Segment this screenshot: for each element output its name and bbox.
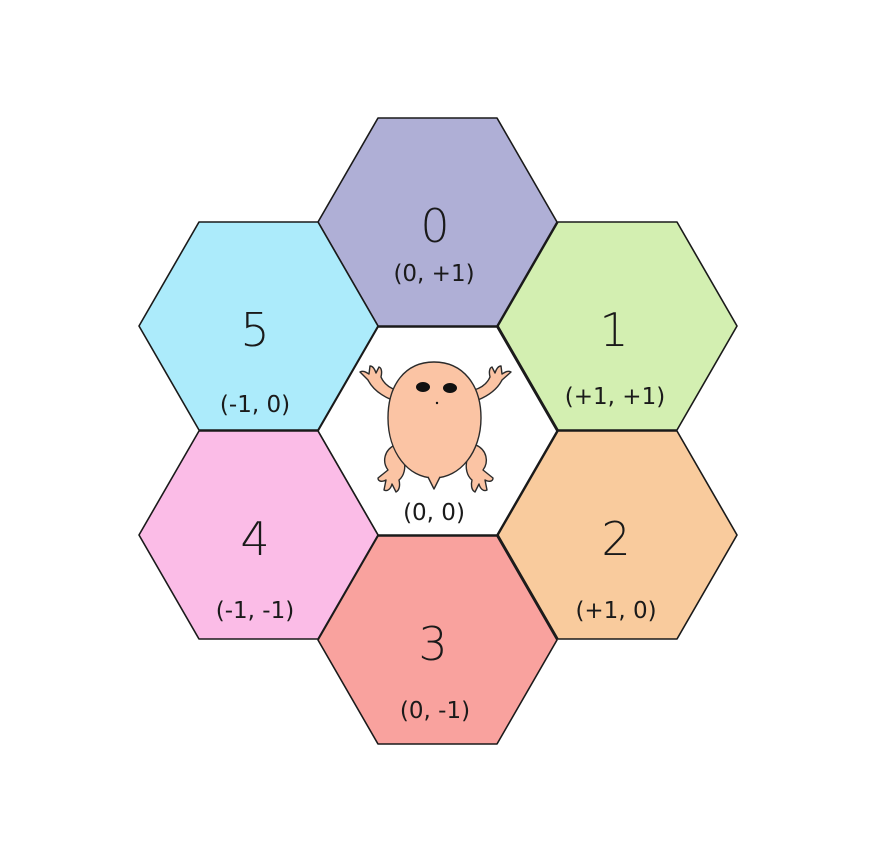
frog-right-arm [473, 365, 512, 401]
hex-cell-0-coord: (0, +1) [393, 261, 474, 287]
frog-nostril [435, 401, 439, 405]
hex-cell-2-coord: (+1, 0) [575, 598, 656, 624]
hex-center-coord: (0, 0) [403, 500, 465, 526]
hex-cell-2-index: 2 [601, 512, 630, 566]
hex-cell-4-coord: (-1, -1) [216, 598, 294, 624]
hex-cell-1-index: 1 [599, 303, 628, 357]
hex-cell-5: 5 (-1, 0) [138, 221, 379, 431]
frog-left-arm [359, 365, 397, 401]
hex-cell-3-shape [317, 535, 558, 745]
hex-cell-3-index: 3 [418, 617, 447, 671]
hex-cell-0-index: 0 [420, 199, 449, 253]
frog-illustration [359, 361, 512, 493]
hex-cell-1: 1 (+1, +1) [497, 221, 738, 431]
hex-cell-1-shape [497, 221, 738, 431]
frog-right-leg [465, 444, 494, 493]
hex-cell-3-coord: (0, -1) [400, 698, 470, 724]
hex-cell-1-coord: (+1, +1) [565, 384, 665, 410]
hex-cell-4-shape [138, 430, 379, 640]
frog-left-eye [416, 382, 430, 392]
hex-cell-5-shape [138, 221, 379, 431]
frog-right-eye [443, 383, 457, 393]
hex-cell-4: 4 (-1, -1) [138, 430, 379, 640]
hex-cell-2: 2 (+1, 0) [497, 430, 738, 640]
hex-cell-2-shape [497, 430, 738, 640]
hex-cell-5-coord: (-1, 0) [220, 392, 290, 418]
hex-cell-0: 0 (0, +1) [317, 117, 558, 327]
frog-body [387, 361, 482, 479]
hex-cell-5-index: 5 [240, 303, 269, 357]
hex-cell-3: 3 (0, -1) [317, 535, 558, 745]
frog-tail [427, 476, 441, 490]
hex-cell-4-index: 4 [240, 512, 269, 566]
